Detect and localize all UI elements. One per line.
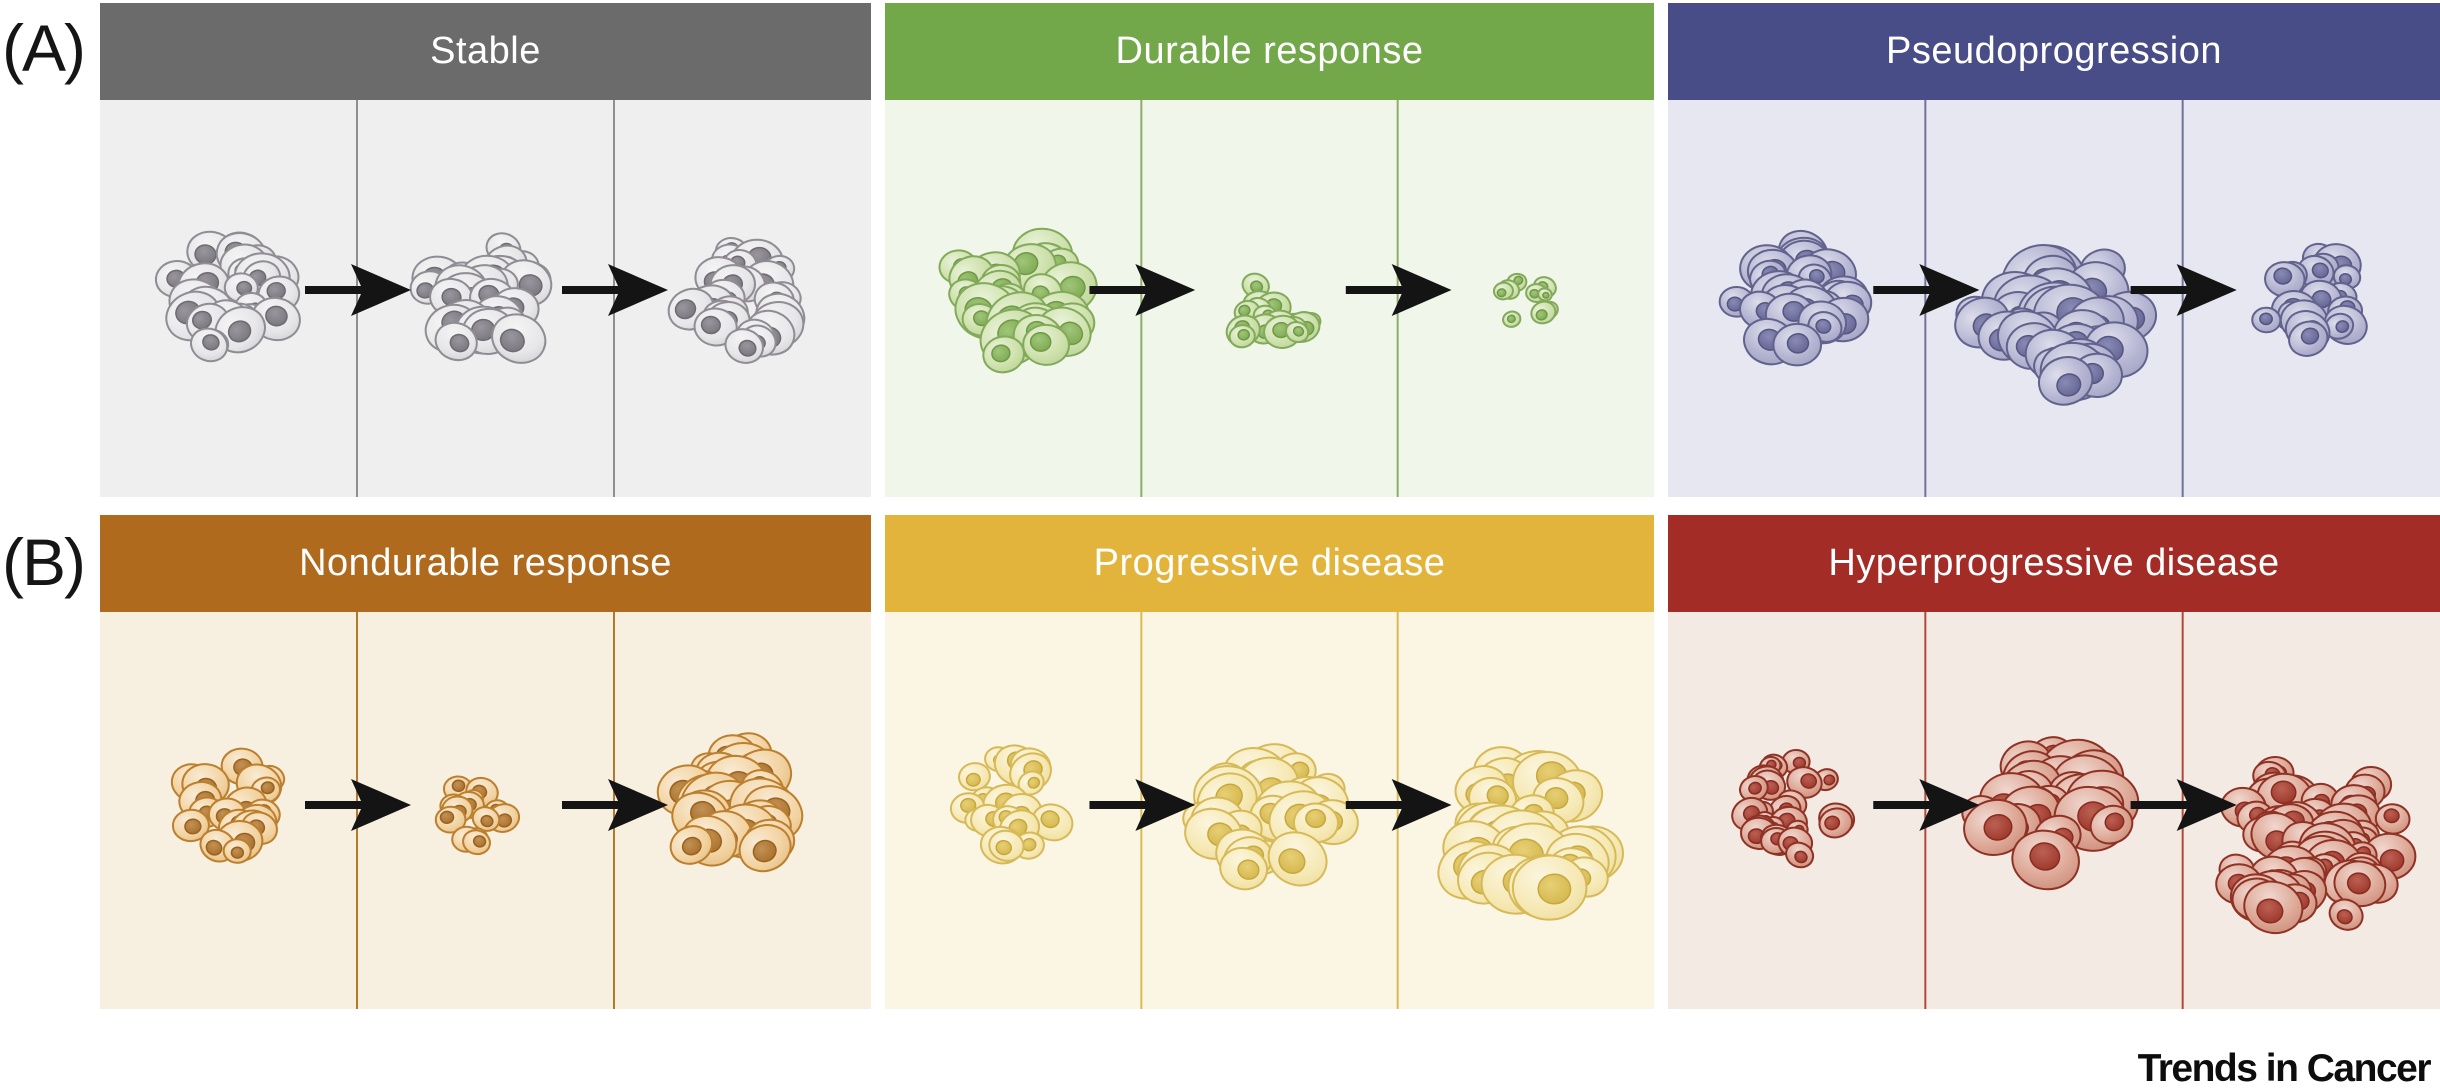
tumor-cluster (1954, 244, 2158, 406)
tumor-cluster (949, 744, 1074, 865)
progression-arrow (1345, 779, 1452, 831)
panel-body (885, 612, 1654, 1009)
tumor-progression-graphic (170, 612, 804, 1009)
tumor-progression-graphic (1731, 612, 2417, 1009)
panel-body (1668, 612, 2440, 1009)
panel-body (100, 612, 871, 1009)
tumor-cluster (1718, 229, 1873, 367)
panel-title: Durable response (1115, 30, 1424, 72)
progression-arrow (2130, 779, 2237, 831)
tumor-cluster (434, 775, 521, 856)
progression-arrow (305, 779, 411, 831)
panel-header: Pseudoprogression (1668, 3, 2440, 100)
panel-header: Hyperprogressive disease (1668, 515, 2440, 612)
panel-title: Nondurable response (299, 542, 672, 584)
panel-progressive-disease: Progressive disease (885, 515, 1654, 1009)
panel-header: Durable response (885, 3, 1654, 100)
tumor-progression-graphic (949, 612, 1624, 1009)
panel-title: Pseudoprogression (1886, 30, 2222, 72)
tumor-cluster (938, 227, 1098, 374)
panel-a-label: (A) (2, 11, 86, 85)
panel-body (100, 100, 871, 497)
tumor-cluster (667, 237, 806, 364)
panel-header: Progressive disease (885, 515, 1654, 612)
tumor-cluster (1437, 746, 1624, 921)
tumor-cluster (1492, 272, 1559, 328)
progression-arrow (1089, 779, 1196, 831)
tumor-cluster (1961, 736, 2140, 891)
tumor-progression-graphic (938, 100, 1559, 497)
tumor-cluster (1225, 272, 1322, 349)
progression-arrow (1873, 779, 1980, 831)
panel-title: Progressive disease (1093, 542, 1446, 584)
progression-arrow (305, 264, 411, 316)
panel-title: Stable (430, 30, 541, 72)
panel-hyperprogressive-disease: Hyperprogressive disease (1668, 515, 2440, 1009)
tumor-cluster (2251, 242, 2368, 357)
panel-header: Nondurable response (100, 515, 871, 612)
tumor-cluster (2215, 755, 2417, 935)
panel-title: Hyperprogressive disease (1828, 542, 2280, 584)
tumor-progression-graphic (1718, 100, 2368, 497)
progression-arrow (1089, 264, 1196, 316)
tumor-cluster (409, 232, 553, 364)
panel-nondurable-response: Nondurable response (100, 515, 871, 1009)
panel-header: Stable (100, 3, 871, 100)
tumor-progression-graphic (154, 100, 806, 497)
progression-arrow (562, 264, 668, 316)
tumor-cluster (1182, 743, 1359, 891)
progression-arrow (1345, 264, 1452, 316)
tumor-cluster (170, 747, 286, 864)
journal-name: Trends in Cancer (2137, 1047, 2432, 1090)
panel-pseudoprogression: Pseudoprogression (1668, 3, 2440, 497)
progression-arrow (2130, 264, 2237, 316)
row-b: Nondurable response Progressive disease … (100, 515, 2440, 1009)
progression-arrow (562, 779, 668, 831)
tumor-cluster (656, 732, 804, 873)
panel-body (1668, 100, 2440, 497)
progression-arrow (1873, 264, 1980, 316)
panel-b-label: (B) (2, 525, 86, 599)
tumor-cluster (154, 230, 301, 363)
panel-stable: Stable (100, 3, 871, 497)
row-a: Stable Durable response Pseudoprogressio… (100, 3, 2440, 497)
tumor-cluster (1731, 749, 1856, 869)
panel-durable-response: Durable response (885, 3, 1654, 497)
panel-body (885, 100, 1654, 497)
